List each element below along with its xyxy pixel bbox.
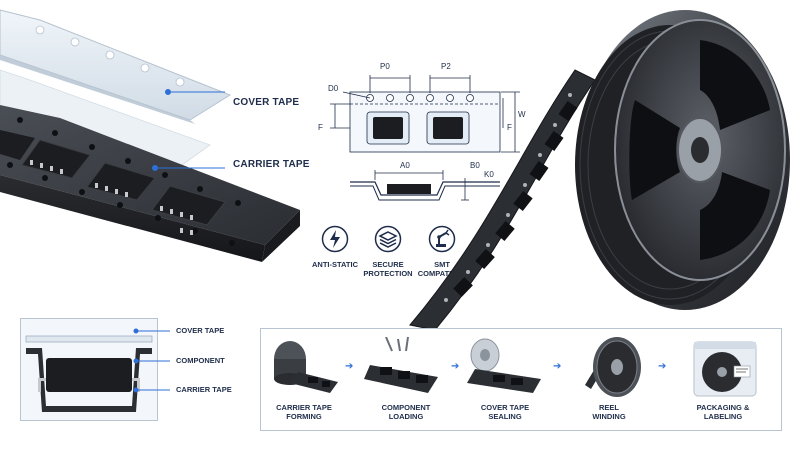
dim-f-right: F — [507, 123, 512, 132]
feature-secure-protection: SECURE PROTECTION — [358, 225, 418, 278]
arrow-right-icon: ➔ — [345, 361, 354, 372]
step-cover-sealing-image — [467, 338, 541, 393]
exploded-tape-illustration — [0, 9, 300, 262]
cover-tape-callout: COVER TAPE — [233, 97, 300, 108]
step-label-line2: LOADING — [388, 412, 424, 421]
dim-d0: D0 — [328, 84, 339, 93]
transparent-film-layer — [0, 69, 211, 171]
tape-reel-illustration — [409, 10, 790, 330]
feature-anti-static: ANTI-STATIC — [305, 225, 365, 269]
dim-p2: P2 — [441, 62, 451, 71]
cross-section-component-label: COMPONENT — [176, 356, 225, 365]
step-component-loading-image — [364, 337, 438, 393]
step-label-line2: FORMING — [286, 412, 322, 421]
lightning-shield-icon — [321, 225, 349, 253]
step-label-line1: REEL — [598, 403, 619, 412]
step-packaging-image — [693, 341, 757, 397]
stacked-layers-icon — [374, 225, 402, 253]
arrow-right-icon: ➔ — [658, 361, 667, 372]
cross-section-carrier-tape-label: CARRIER TAPE — [176, 385, 232, 394]
step-label-line2: LABELING — [703, 412, 743, 421]
step-label: COVER TAPE SEALING — [465, 403, 545, 421]
arrow-right-icon: ➔ — [451, 361, 460, 372]
step-label-line2: SEALING — [488, 412, 522, 421]
step-label: PACKAGING & LABELING — [683, 403, 763, 421]
dim-f-left: F — [318, 123, 323, 132]
callout-lines — [152, 89, 225, 171]
step-label-line2: WINDING — [592, 412, 626, 421]
tape-dimension-drawing — [330, 75, 520, 201]
feature-label-2: PROTECTION — [363, 269, 413, 278]
feature-label-2: COMPATIBLE — [417, 269, 467, 278]
step-label-line1: PACKAGING & — [696, 403, 750, 412]
step-label: REEL WINDING — [569, 403, 649, 421]
feature-label: SMT — [434, 260, 450, 269]
step-label: COMPONENT LOADING — [366, 403, 446, 421]
feature-label: ANTI-STATIC — [312, 260, 358, 269]
dim-p0: P0 — [380, 62, 390, 71]
cross-section-cover-tape-label: COVER TAPE — [176, 326, 225, 335]
dim-a0: A0 — [400, 161, 410, 170]
dim-k0: K0 — [484, 170, 494, 179]
carrier-tape-layer — [0, 105, 300, 262]
step-label-line1: COMPONENT — [381, 403, 431, 412]
cross-section-leaders — [133, 328, 170, 393]
dim-b0: B0 — [470, 161, 480, 170]
chip-component — [0, 130, 226, 226]
dim-w: W — [518, 110, 526, 119]
step-label-line1: CARRIER TAPE — [276, 403, 332, 412]
step-carrier-forming-image — [274, 341, 338, 393]
arrow-right-icon: ➔ — [553, 361, 562, 372]
step-reel-winding-image — [585, 337, 641, 397]
step-label: CARRIER TAPE FORMING — [264, 403, 344, 421]
carrier-tape-callout: CARRIER TAPE — [233, 159, 310, 170]
step-label-line1: COVER TAPE — [480, 403, 530, 412]
cross-section-illustration — [25, 335, 153, 412]
reel-windows — [629, 40, 770, 260]
feature-smt-compatible: SMT COMPATIBLE — [412, 225, 472, 278]
feature-label: SECURE — [372, 260, 404, 269]
robot-arm-icon — [428, 225, 456, 253]
